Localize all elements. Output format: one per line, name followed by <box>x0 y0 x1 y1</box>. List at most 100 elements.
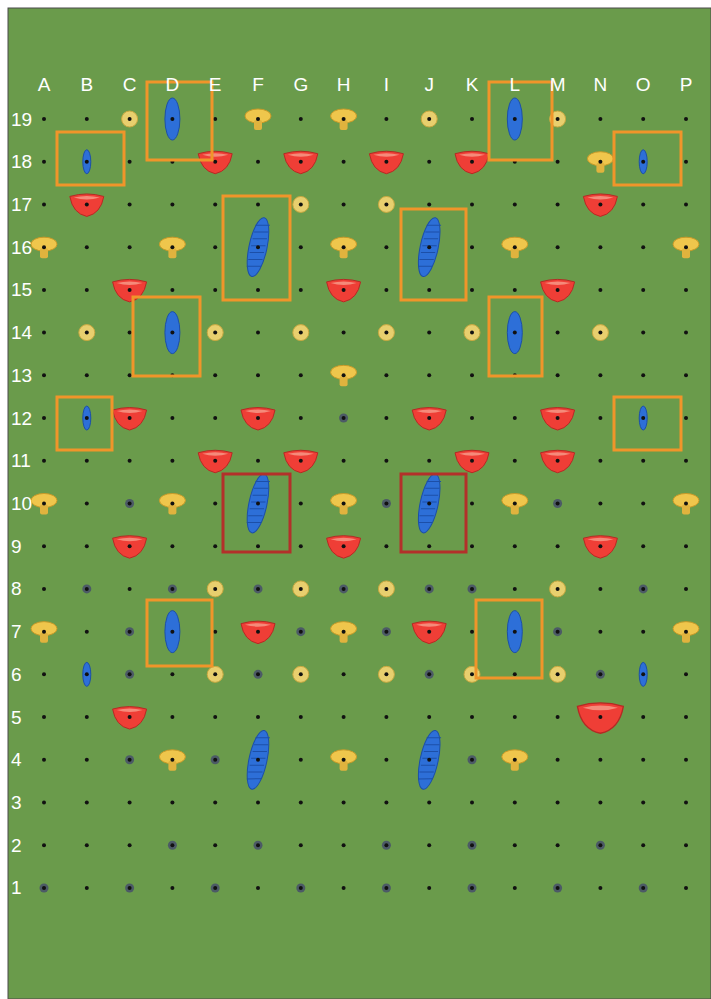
grid-dot <box>470 758 474 762</box>
grid-dot <box>85 715 89 719</box>
grid-dot <box>384 501 388 505</box>
grid-dot <box>42 715 46 719</box>
grid-dot <box>427 843 431 847</box>
grid-dot <box>556 843 560 847</box>
grid-dot <box>42 459 46 463</box>
column-label: H <box>337 75 351 94</box>
climbing-hold <box>339 414 348 423</box>
grid-dot <box>598 801 602 805</box>
row-label: 12 <box>11 409 32 428</box>
grid-dot <box>470 886 474 890</box>
climbing-hold <box>254 841 263 850</box>
climbing-hold <box>284 450 318 473</box>
grid-dot <box>128 715 132 719</box>
column-label: A <box>38 75 51 94</box>
grid-dot <box>427 117 431 121</box>
grid-dot <box>598 843 602 847</box>
grid-dot <box>684 373 688 377</box>
start-hold-box <box>223 474 290 552</box>
climbing-hold <box>583 536 617 559</box>
climbing-hold <box>79 325 95 341</box>
grid-dot <box>684 886 688 890</box>
grid-dot <box>641 715 645 719</box>
grid-dot <box>85 758 89 762</box>
climbing-hold <box>378 325 394 341</box>
grid-dot <box>384 117 388 121</box>
grid-dot <box>470 544 474 548</box>
grid-dot <box>684 202 688 206</box>
grid-dot <box>342 416 346 420</box>
grid-dot <box>470 288 474 292</box>
grid-dot <box>256 758 260 762</box>
grid-dot <box>256 373 260 377</box>
grid-dot <box>342 288 346 292</box>
grid-dot <box>384 886 388 890</box>
grid-dot <box>598 587 602 591</box>
climbing-hold <box>207 666 223 682</box>
hold-highlight-box <box>147 82 212 160</box>
grid-dot <box>556 630 560 634</box>
row-label: 6 <box>11 665 22 684</box>
climbing-hold <box>293 325 309 341</box>
grid-dot <box>85 886 89 890</box>
grid-dot <box>598 202 602 206</box>
grid-dot <box>213 843 217 847</box>
grid-dot <box>384 288 388 292</box>
hold-highlight-box <box>133 297 200 376</box>
grid-dot <box>513 587 517 591</box>
grid-dot <box>170 672 174 676</box>
climbing-hold <box>31 622 57 643</box>
grid-dot <box>342 245 346 249</box>
grid-dot <box>556 373 560 377</box>
grid-dot <box>342 587 346 591</box>
grid-dot <box>342 630 346 634</box>
climbing-hold <box>414 729 444 791</box>
climbing-hold <box>541 408 575 431</box>
column-label: D <box>166 75 180 94</box>
grid-dot <box>641 202 645 206</box>
grid-dot <box>299 587 303 591</box>
grid-dot <box>128 630 132 634</box>
climbing-hold <box>331 365 357 386</box>
row-label: 13 <box>11 366 32 385</box>
grid-dot <box>256 117 260 121</box>
grid-dot <box>85 672 89 676</box>
grid-dot <box>684 758 688 762</box>
grid-dot <box>470 672 474 676</box>
climbing-hold <box>507 312 522 354</box>
climbing-hold <box>596 670 605 679</box>
climbing-hold <box>468 883 477 892</box>
grid-dot <box>128 245 132 249</box>
climbing-hold <box>113 408 147 431</box>
climbing-hold <box>125 755 134 764</box>
row-label: 16 <box>11 238 32 257</box>
grid-dot <box>213 758 217 762</box>
row-label: 9 <box>11 537 22 556</box>
grid-dot <box>427 715 431 719</box>
grid-dot <box>170 630 174 634</box>
grid-dot <box>384 587 388 591</box>
grid-dot <box>128 373 132 377</box>
hold-highlight-box <box>223 196 290 300</box>
grid-dot <box>299 630 303 634</box>
grid-dot <box>256 288 260 292</box>
grid-dot <box>384 672 388 676</box>
row-label: 18 <box>11 152 32 171</box>
grid-dot <box>470 459 474 463</box>
grid-dot <box>342 160 346 164</box>
grid-dot <box>470 843 474 847</box>
grid-dot <box>213 587 217 591</box>
grid-dot <box>299 544 303 548</box>
grid-dot <box>42 160 46 164</box>
grid-dot <box>427 416 431 420</box>
climbing-hold <box>331 109 357 130</box>
climbing-hold <box>464 666 480 682</box>
grid-dot <box>513 886 517 890</box>
climbing-hold <box>198 450 232 473</box>
grid-dot <box>556 459 560 463</box>
grid-dot <box>470 202 474 206</box>
grid-dot <box>128 587 132 591</box>
grid-dot <box>684 245 688 249</box>
grid-dot <box>213 630 217 634</box>
